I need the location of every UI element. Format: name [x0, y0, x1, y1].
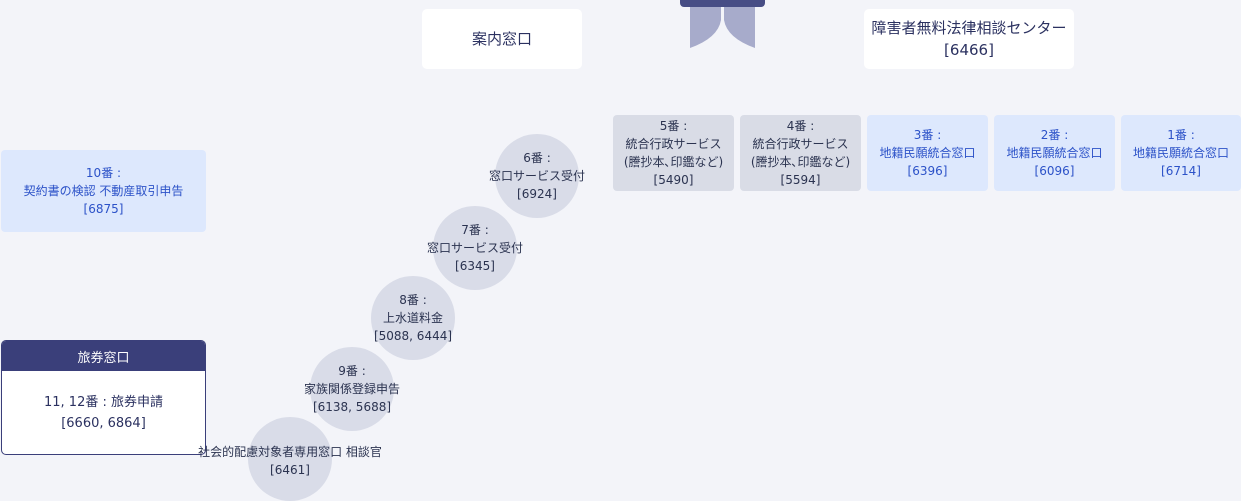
window-ext: [5088, 6444]: [373, 329, 453, 343]
passport-line: 11, 12番 : 旅券申請: [44, 395, 163, 410]
passport-title: 旅券窓口: [2, 341, 205, 371]
passport-window[interactable]: 旅券窓口 11, 12番 : 旅券申請 [6660, 6864]: [1, 340, 206, 455]
consultant-label: 社会的配慮対象者専用窓口 相談官 [6461]: [190, 443, 390, 479]
window-name: 地籍民願統合窓口: [1132, 146, 1229, 160]
window-6-circle[interactable]: [495, 134, 579, 218]
window-ext: [5490]: [653, 173, 694, 187]
window-8-circle[interactable]: [371, 276, 455, 360]
window-number: 5番 :: [659, 119, 688, 133]
window-number: 6番 :: [523, 151, 551, 165]
window-number: 1番 :: [1167, 128, 1195, 142]
window-6-label: 6番 : 窓口サービス受付 [6924]: [437, 149, 637, 203]
window-name: 地籍民願統合窓口: [1006, 146, 1103, 160]
window-7-circle[interactable]: [433, 206, 517, 290]
window-name: 社会的配慮対象者専用窓口 相談官: [198, 445, 382, 459]
window-name: 家族関係登録申告: [303, 382, 400, 396]
window-number: 2番 :: [1040, 128, 1069, 142]
window-9-circle[interactable]: [310, 347, 394, 431]
window-number: 10番 :: [85, 166, 122, 180]
window-ext: [6924]: [517, 187, 557, 201]
window-name: 地籍民願統合窓口: [879, 146, 976, 160]
window-name: 契約書の検認 不動産取引申告: [23, 184, 184, 198]
legal-center-ext: [6466]: [944, 41, 994, 59]
window-3[interactable]: 3番 : 地籍民願統合窓口 [6396]: [867, 115, 988, 191]
window-5[interactable]: 5番 : 統合行政サービス (謄抄本､印鑑など) [5490]: [613, 115, 734, 191]
window-9-label: 9番 : 家族関係登録申告 [6138, 5688]: [252, 362, 452, 416]
legal-center[interactable]: 障害者無料法律相談センター [6466]: [864, 9, 1074, 69]
window-ext: [6396]: [907, 164, 948, 178]
window-number: 9番 :: [338, 364, 366, 378]
window-number: 3番 :: [913, 128, 942, 142]
entrance-banner-icon: [680, 0, 765, 50]
consultant-circle[interactable]: [248, 417, 332, 501]
window-10[interactable]: 10番 : 契約書の検認 不動産取引申告 [6875]: [1, 150, 206, 232]
legal-center-name: 障害者無料法律相談センター: [871, 19, 1067, 37]
window-ext: [6096]: [1034, 164, 1075, 178]
window-4[interactable]: 4番 : 統合行政サービス (謄抄本､印鑑など) [5594]: [740, 115, 861, 191]
window-2[interactable]: 2番 : 地籍民願統合窓口 [6096]: [994, 115, 1115, 191]
window-number: 4番 :: [786, 119, 815, 133]
window-number: 7番 :: [461, 223, 489, 237]
window-ext: [6461]: [270, 463, 310, 477]
window-sub: (謄抄本､印鑑など): [623, 155, 724, 169]
window-ext: [6138, 5688]: [312, 400, 392, 414]
window-name: 統合行政サービス: [625, 137, 722, 151]
window-sub: (謄抄本､印鑑など): [750, 155, 851, 169]
window-1[interactable]: 1番 : 地籍民願統合窓口 [6714]: [1121, 115, 1241, 191]
window-7-label: 7番 : 窓口サービス受付 [6345]: [375, 221, 575, 275]
window-ext: [6345]: [455, 259, 495, 273]
window-ext: [5594]: [780, 173, 821, 187]
info-desk-label: 案内窓口: [471, 30, 532, 48]
window-ext: [6875]: [83, 202, 124, 216]
window-number: 8番 :: [399, 293, 427, 307]
info-desk[interactable]: 案内窓口: [422, 9, 582, 69]
window-name: 窓口サービス受付: [426, 241, 523, 255]
window-8-label: 8番 : 上水道料金 [5088, 6444]: [313, 291, 513, 345]
window-name: 窓口サービス受付: [488, 169, 585, 183]
window-ext: [6714]: [1161, 164, 1201, 178]
passport-ext: [6660, 6864]: [61, 416, 146, 431]
window-name: 上水道料金: [382, 311, 443, 325]
window-name: 統合行政サービス: [752, 137, 849, 151]
